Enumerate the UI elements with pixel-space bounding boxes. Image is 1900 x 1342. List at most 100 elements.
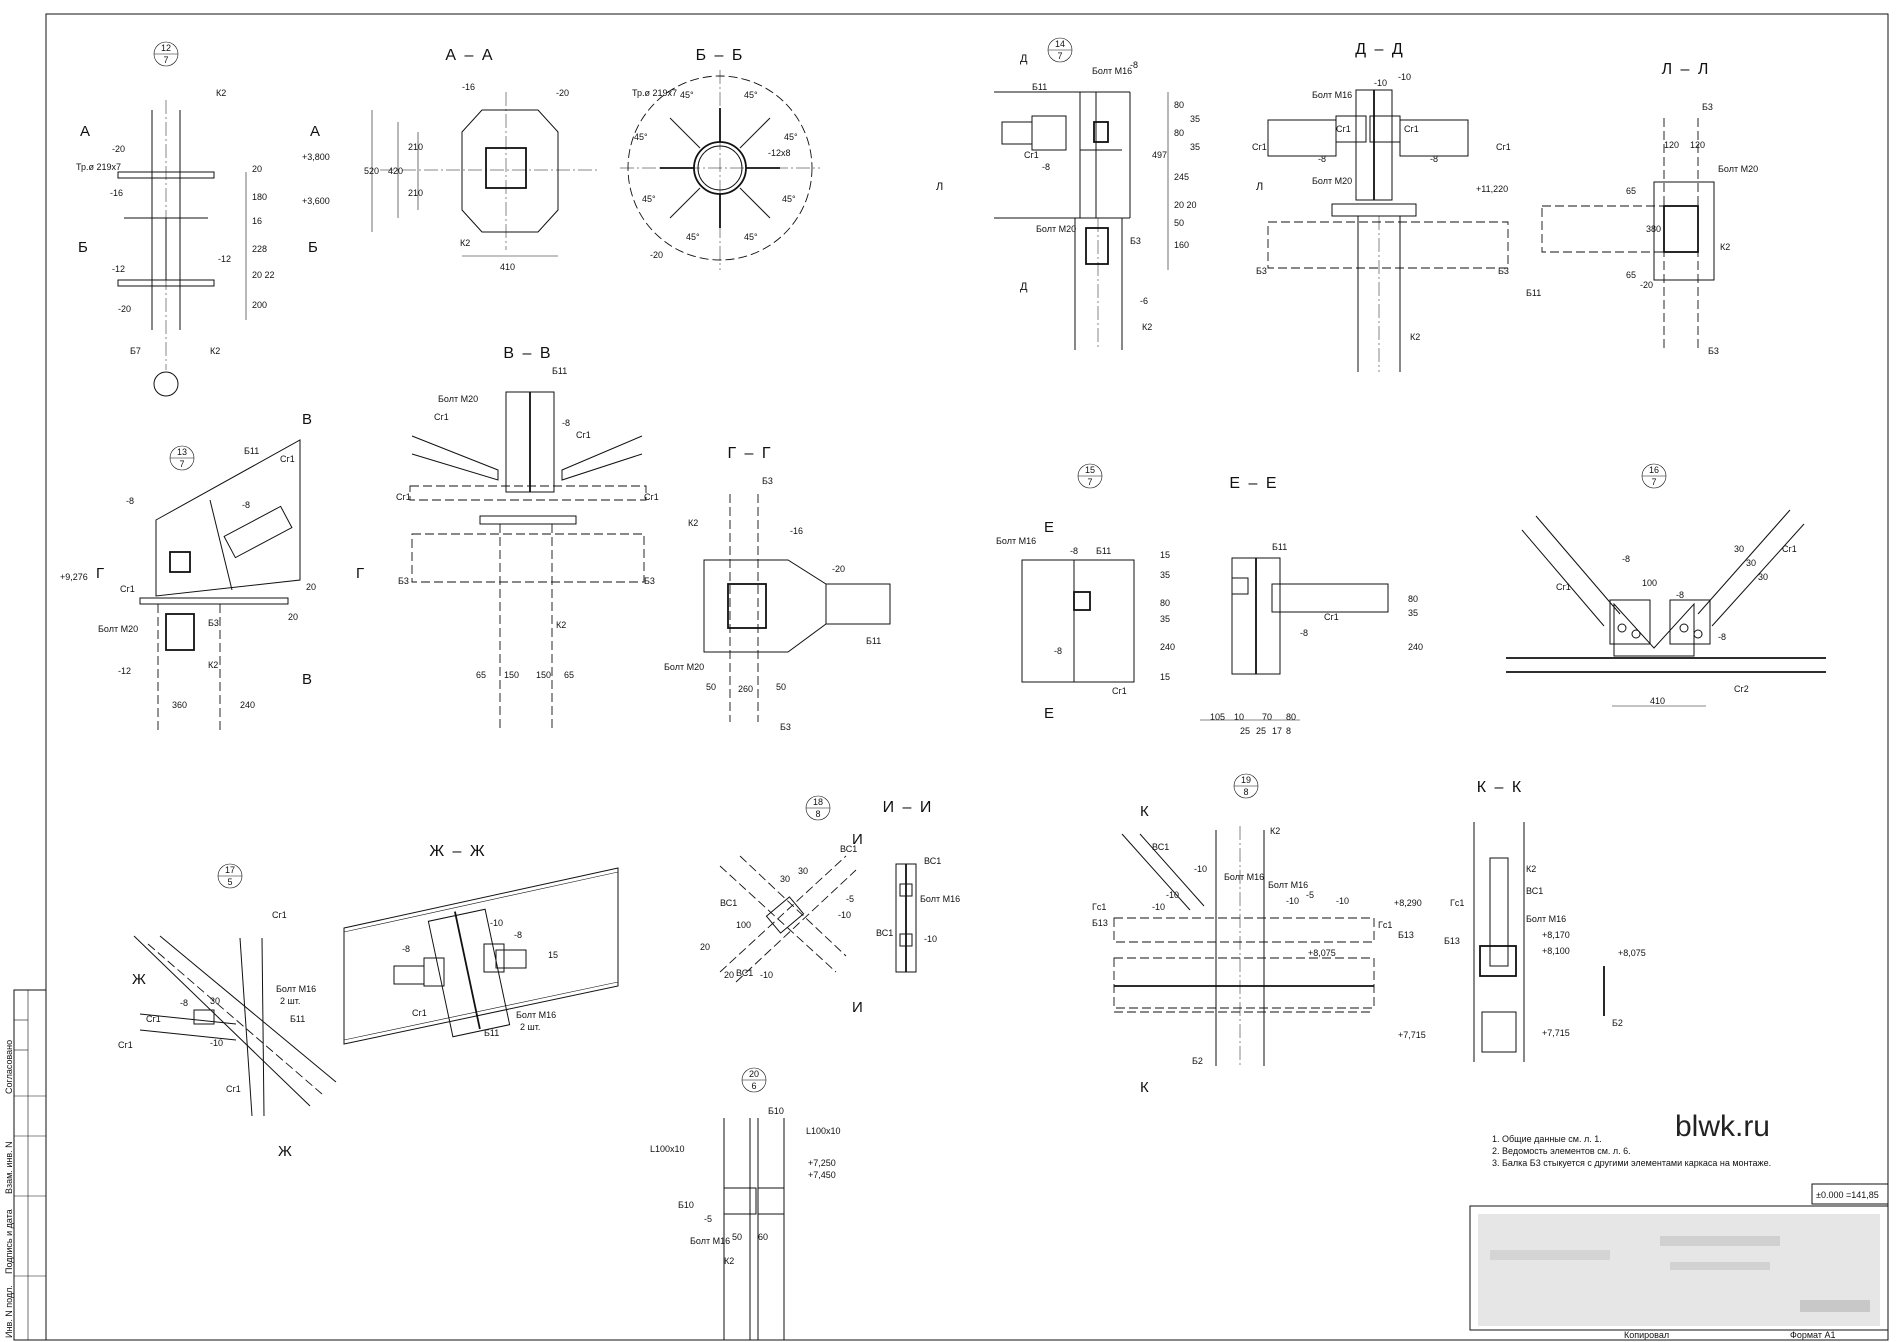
svg-text:13: 13 xyxy=(177,447,187,457)
svg-text:Сг1: Сг1 xyxy=(1112,686,1127,696)
svg-text:Болт М20: Болт М20 xyxy=(664,662,704,672)
cut-g-left: Г xyxy=(96,565,104,582)
svg-text:Болт М16: Болт М16 xyxy=(1224,872,1264,882)
cut-d-bottom: Д xyxy=(1020,281,1028,293)
svg-text:Болт М20: Болт М20 xyxy=(1312,176,1352,186)
svg-text:120: 120 xyxy=(1690,140,1705,150)
stamp-inv-orig: Инв. N подл. xyxy=(4,1285,14,1338)
svg-text:2 шт.: 2 шт. xyxy=(520,1022,540,1032)
svg-text:-8: -8 xyxy=(1622,554,1630,564)
svg-text:Б3: Б3 xyxy=(644,576,655,586)
svg-text:Сг1: Сг1 xyxy=(434,412,449,422)
svg-text:Сг1: Сг1 xyxy=(1024,150,1039,160)
svg-text:Болт М20: Болт М20 xyxy=(1036,224,1076,234)
svg-text:-8: -8 xyxy=(562,418,570,428)
elevation-box: ±0.000 =141,85 xyxy=(1811,1183,1889,1205)
svg-text:200: 200 xyxy=(252,300,267,310)
svg-text:50: 50 xyxy=(706,682,716,692)
svg-text:-16: -16 xyxy=(790,526,803,536)
sheet-frame xyxy=(45,13,1889,1341)
svg-text:15: 15 xyxy=(1085,465,1095,475)
svg-text:+3,600: +3,600 xyxy=(302,196,330,206)
svg-text:-10: -10 xyxy=(760,970,773,980)
svg-text:20: 20 xyxy=(724,970,734,980)
svg-text:45°: 45° xyxy=(782,194,796,204)
svg-text:+7,450: +7,450 xyxy=(808,1170,836,1180)
svg-text:65: 65 xyxy=(564,670,574,680)
svg-text:35: 35 xyxy=(1190,142,1200,152)
svg-text:60: 60 xyxy=(758,1232,768,1242)
svg-text:420: 420 xyxy=(388,166,403,176)
svg-text:Б13: Б13 xyxy=(1398,930,1414,940)
section-ee-title: Е – Е xyxy=(1229,475,1278,492)
svg-text:80: 80 xyxy=(1160,598,1170,608)
svg-text:260: 260 xyxy=(738,684,753,694)
svg-text:45°: 45° xyxy=(744,232,758,242)
note-2: 2. Ведомость элементов см. л. 6. xyxy=(1492,1146,1631,1156)
svg-text:17: 17 xyxy=(225,865,235,875)
svg-text:Б2: Б2 xyxy=(1612,1018,1623,1028)
svg-text:-10: -10 xyxy=(838,910,851,920)
note-1: 1. Общие данные см. л. 1. xyxy=(1492,1134,1602,1144)
section-ee: Е – Е Б11 Сг1 -8 105 10 70 80 25 25 17 8… xyxy=(1200,475,1423,736)
svg-text:14: 14 xyxy=(1055,39,1065,49)
svg-text:L100х10: L100х10 xyxy=(806,1126,841,1136)
svg-text:410: 410 xyxy=(1650,696,1665,706)
section-aa-title: А – А xyxy=(445,47,494,64)
svg-text:-8: -8 xyxy=(1718,632,1726,642)
svg-text:Б11: Б11 xyxy=(1096,546,1111,556)
svg-text:+8,075: +8,075 xyxy=(1618,948,1646,958)
svg-text:8: 8 xyxy=(1243,787,1248,797)
svg-text:Сг1: Сг1 xyxy=(280,454,295,464)
svg-text:К2: К2 xyxy=(1410,332,1420,342)
section-ii-title: И – И xyxy=(883,799,934,816)
svg-text:245: 245 xyxy=(1174,172,1189,182)
svg-text:К2: К2 xyxy=(208,660,218,670)
svg-text:Б7: Б7 xyxy=(130,346,141,356)
svg-text:-8: -8 xyxy=(1042,162,1050,172)
section-aa: А – А -16 -20 520 420 210 210 410 К2 xyxy=(364,47,600,272)
section-vv: В – В Б11 Болт М20 Сг1 Сг1 -8 Сг1 Сг1 Б3… xyxy=(396,345,659,730)
svg-text:Тр.ø 219х7: Тр.ø 219х7 xyxy=(76,162,121,172)
svg-text:-20: -20 xyxy=(118,304,131,314)
svg-text:ВС1: ВС1 xyxy=(924,856,941,866)
svg-text:80: 80 xyxy=(1174,100,1184,110)
cut-g-right: Г xyxy=(356,565,364,582)
svg-text:Б3: Б3 xyxy=(1256,266,1267,276)
svg-text:30: 30 xyxy=(210,996,220,1006)
stamp-ref-inv: Взам. инв. N xyxy=(4,1141,14,1194)
svg-text:-10: -10 xyxy=(1336,896,1349,906)
svg-text:Б11: Б11 xyxy=(866,636,881,646)
svg-text:35: 35 xyxy=(1160,570,1170,580)
svg-text:К2: К2 xyxy=(460,238,470,248)
svg-text:ВС1: ВС1 xyxy=(720,898,737,908)
svg-text:+9,276: +9,276 xyxy=(60,572,88,582)
svg-text:Сг1: Сг1 xyxy=(644,492,659,502)
svg-text:К2: К2 xyxy=(1142,322,1152,332)
svg-text:Б3: Б3 xyxy=(1702,102,1713,112)
svg-text:Б3: Б3 xyxy=(1498,266,1509,276)
title-block xyxy=(1469,1205,1889,1331)
svg-text:К2: К2 xyxy=(688,518,698,528)
svg-text:Сг1: Сг1 xyxy=(118,1040,133,1050)
svg-text:-20: -20 xyxy=(556,88,569,98)
section-ii: И – И ВС1 Болт М16 ВС1 -10 xyxy=(876,799,960,973)
svg-text:7: 7 xyxy=(163,55,168,65)
svg-text:-8: -8 xyxy=(1054,646,1062,656)
svg-text:Б3: Б3 xyxy=(1130,236,1141,246)
svg-text:-10: -10 xyxy=(1286,896,1299,906)
section-dd-title: Д – Д xyxy=(1355,41,1404,58)
section-kk: К – К К2 ВС1 Гс1 Б13 Болт М16 +8,170 +8,… xyxy=(1444,779,1646,1062)
svg-text:ВС1: ВС1 xyxy=(1152,842,1169,852)
svg-text:30: 30 xyxy=(1746,558,1756,568)
svg-text:-8: -8 xyxy=(242,500,250,510)
svg-text:Сг1: Сг1 xyxy=(1324,612,1339,622)
svg-text:Сг1: Сг1 xyxy=(1252,142,1267,152)
node-15: 15 7 Болт М16 -8 Б11 -8 Сг1 15 35 80 35 … xyxy=(996,463,1389,722)
svg-text:Б10: Б10 xyxy=(768,1106,784,1116)
node-13: 13 7 Б11 Сг1 -8 -8 +9,276 Сг1 Болт М20 Б… xyxy=(60,411,364,730)
node-17: 17 5 Сг1 Болт М16 2 шт. -8 30 Сг1 -10 Б1… xyxy=(118,863,337,1160)
svg-text:30: 30 xyxy=(1758,572,1768,582)
svg-text:16: 16 xyxy=(252,216,262,226)
svg-text:-16: -16 xyxy=(110,188,123,198)
